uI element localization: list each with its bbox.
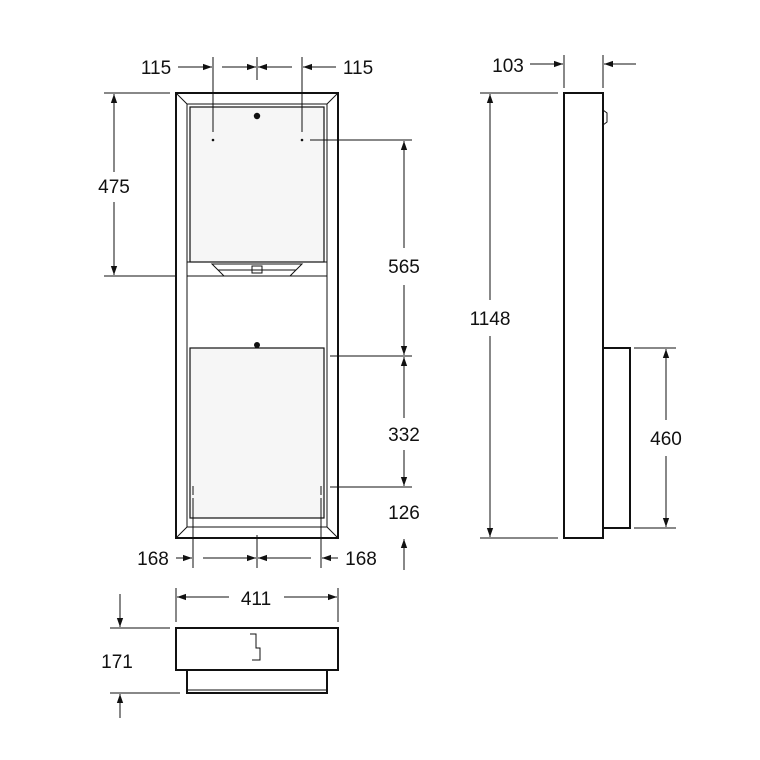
dim-126: 126 xyxy=(388,503,420,524)
dim-168-right: 168 xyxy=(345,549,377,570)
dim-115-left: 115 xyxy=(141,58,171,79)
dim-top: 115 115 xyxy=(141,57,373,132)
top-body xyxy=(186,669,328,694)
dim-side-top: 103 xyxy=(492,55,636,88)
front-view xyxy=(175,92,339,539)
dim-460: 460 xyxy=(650,429,682,450)
dim-top-view-depth: 171 xyxy=(101,594,180,718)
dim-1148: 1148 xyxy=(470,309,511,330)
dim-171: 171 xyxy=(101,652,133,673)
upper-lock-keyhole xyxy=(253,112,261,120)
side-lower-box xyxy=(602,347,631,529)
dim-475: 475 xyxy=(98,177,130,198)
dim-left: 475 xyxy=(98,92,176,277)
dim-bottom: 168 168 xyxy=(137,498,377,570)
side-view xyxy=(563,92,631,539)
dim-168-left: 168 xyxy=(137,549,169,570)
top-view xyxy=(175,627,339,694)
lower-waste-door xyxy=(189,347,325,519)
dim-332: 332 xyxy=(388,425,420,446)
front-inner-frame xyxy=(186,103,328,528)
side-body xyxy=(563,92,604,539)
dim-411: 411 xyxy=(241,589,271,610)
dim-115-right: 115 xyxy=(343,58,373,79)
dispensing-slot xyxy=(210,263,304,277)
dim-side-box: 460 xyxy=(634,347,682,529)
dim-right-chain: 565 332 126 xyxy=(310,139,420,570)
dim-103: 103 xyxy=(492,56,524,77)
top-flange xyxy=(175,627,339,671)
dim-565: 565 xyxy=(388,257,420,278)
dim-top-view-width: 411 xyxy=(175,588,339,622)
dim-side-height: 1148 xyxy=(470,92,558,539)
lower-lock-keyhole xyxy=(254,342,260,348)
upper-door-panel xyxy=(189,106,325,263)
